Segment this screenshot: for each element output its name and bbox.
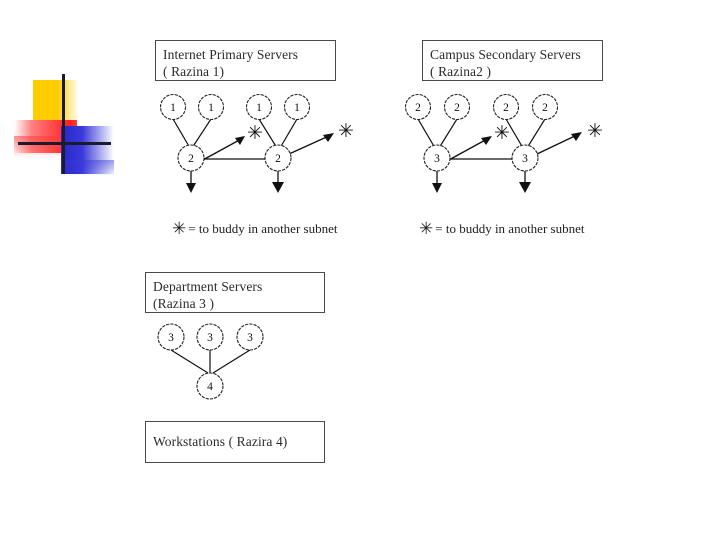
edge-p3-c2 <box>258 118 278 149</box>
arrow-down-right <box>272 171 284 193</box>
legend-right-asterisk-icon: ✳ <box>419 219 434 239</box>
node-tier1-b <box>197 93 225 121</box>
arrow-buddy-left <box>200 136 245 162</box>
node-label-tier1-c: 1 <box>256 102 262 114</box>
node-label-tier2-a: 2 <box>415 102 421 114</box>
arrow-down-left <box>432 171 442 193</box>
arrow-buddy-right <box>536 132 582 155</box>
node-label-tier1-d: 1 <box>294 102 300 114</box>
logo-yellow-block <box>33 80 79 126</box>
box-campus-line1: Campus Secondary Servers <box>430 47 581 62</box>
logo-blue-fade <box>61 160 114 176</box>
node-label-tier4-a: 4 <box>207 381 213 393</box>
node-tier3-a <box>157 323 185 351</box>
arrow-buddy-left <box>446 136 492 162</box>
node-tier2-c <box>492 93 520 121</box>
edge-p3-c1 <box>212 349 251 374</box>
legend-left: ✳= to buddy in another subnet <box>172 219 337 239</box>
arrow-buddy-right <box>288 133 334 155</box>
diagram-department-servers: 3 3 3 4 <box>157 323 264 400</box>
node-label-tier1-a: 1 <box>170 102 176 114</box>
node-tier4-a <box>196 372 224 400</box>
legend-left-asterisk-icon: ✳ <box>172 219 187 239</box>
node-label-tier3-b: 3 <box>207 332 213 344</box>
box-workstations: Workstations ( Razira 4) <box>145 421 325 463</box>
asterisk-buddy-marker-1: ✳ <box>247 122 263 144</box>
node-tier3-b <box>196 323 224 351</box>
node-label-tier2-a: 2 <box>188 153 194 165</box>
logo-vertical-line <box>62 74 65 174</box>
node-tier2-d <box>531 93 559 121</box>
diagram-internet-primary-servers: 1 1 1 1 2 2 <box>159 93 334 193</box>
box-internet-line1: Internet Primary Servers <box>163 47 299 62</box>
edge-p3-c2 <box>505 118 524 149</box>
node-tier1-c <box>245 93 273 121</box>
node-label-tier3-c: 3 <box>247 332 253 344</box>
edge-p4-c2 <box>279 118 298 149</box>
edge-p4-c2 <box>526 118 546 149</box>
decorative-windows-logo <box>14 74 114 176</box>
legend-right-text: = to buddy in another subnet <box>435 221 585 236</box>
box-workstations-line1: Workstations ( Razira 4) <box>153 434 288 449</box>
node-label-tier1-b: 1 <box>208 102 214 114</box>
box-department-servers: Department Servers (Razina 3 ) <box>145 272 325 313</box>
box-campus-line2: ( Razina2 ) <box>430 64 492 79</box>
box-campus-secondary-servers: Campus Secondary Servers ( Razina2 ) <box>422 40 603 81</box>
node-label-tier2-b: 2 <box>275 153 281 165</box>
node-label-tier3-a: 3 <box>434 153 440 165</box>
node-label-tier2-d: 2 <box>542 102 548 114</box>
box-department-line1: Department Servers <box>153 279 263 294</box>
node-tier2-a <box>177 144 205 172</box>
node-tier3-b <box>511 144 539 172</box>
edge-p1-c1 <box>417 118 436 149</box>
box-department-line2: (Razina 3 ) <box>153 296 215 311</box>
asterisk-buddy-marker-2: ✳ <box>338 120 354 142</box>
node-tier1-a <box>159 93 187 121</box>
node-tier2-b <box>443 93 471 121</box>
edge-p2-c1 <box>438 118 458 149</box>
asterisk-buddy-marker-4: ✳ <box>587 120 603 142</box>
node-tier3-a <box>423 144 451 172</box>
node-label-tier2-c: 2 <box>503 102 509 114</box>
node-tier2-b <box>264 144 292 172</box>
edge-p1-c1 <box>170 349 209 374</box>
arrow-down-right <box>519 171 531 193</box>
edge-p1-c1 <box>172 118 191 149</box>
arrow-down-left <box>186 171 196 193</box>
node-tier2-a <box>404 93 432 121</box>
box-internet-primary-servers: Internet Primary Servers ( Razina 1) <box>155 40 336 81</box>
node-label-tier3-b: 3 <box>522 153 528 165</box>
node-label-tier2-b: 2 <box>454 102 460 114</box>
box-internet-line2: ( Razina 1) <box>163 64 225 79</box>
node-tier3-c <box>236 323 264 351</box>
edge-p2-c1 <box>191 118 212 149</box>
asterisk-buddy-marker-3: ✳ <box>494 122 510 144</box>
node-tier1-d <box>283 93 311 121</box>
legend-left-text: = to buddy in another subnet <box>188 221 338 236</box>
legend-right: ✳= to buddy in another subnet <box>419 219 584 239</box>
diagram-campus-secondary-servers: 2 2 2 2 3 3 <box>404 93 582 193</box>
logo-horizontal-line <box>18 142 111 145</box>
node-label-tier3-a: 3 <box>168 332 174 344</box>
